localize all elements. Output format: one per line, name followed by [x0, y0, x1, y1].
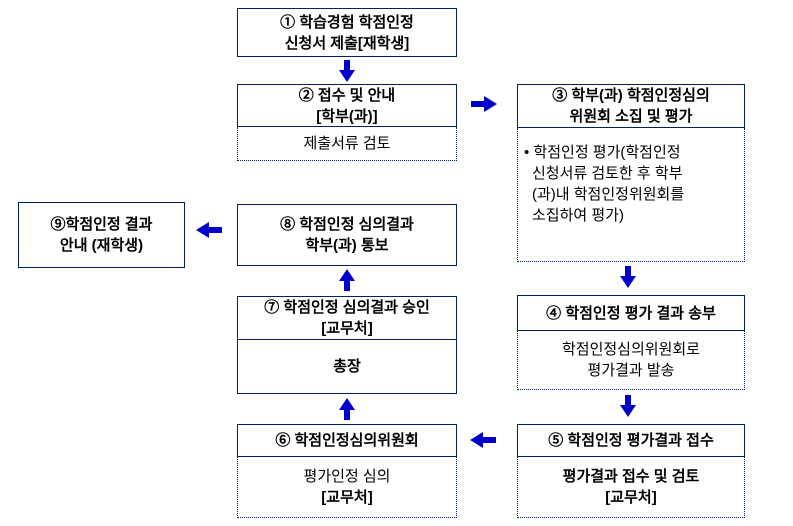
step3-header-line1: ③ 학부(과) 학점인정심의 [552, 87, 710, 104]
step7-header-line2: [교무처] [321, 320, 373, 337]
arrow-down-icon [339, 60, 355, 82]
arrow-up-icon [339, 269, 355, 291]
arrow-right-icon [471, 96, 497, 112]
step8-box: ⑧ 학점인정 심의결과 학부(과) 통보 [237, 204, 457, 266]
step9-box: ⑨학점인정 결과 안내 (재학생) [18, 202, 185, 268]
step2-header-line1: ② 접수 및 안내 [298, 86, 396, 104]
step4-header-line1: ④ 학점인정 평가 결과 송부 [546, 304, 716, 322]
step6-header-line1: ⑥ 학점인정심의위원회 [275, 432, 419, 449]
step2-header-box: ② 접수 및 안내 [학부(과)] [237, 84, 457, 127]
step2-header-line2: [학부(과)] [316, 107, 378, 125]
step2-body-box: 제출서류 검토 [237, 127, 457, 161]
step1-line2: 신청서 제출[재학생] [284, 34, 410, 52]
step3-body-line2: 신청서류 검토한 후 학부 [532, 165, 683, 182]
step6-header-box: ⑥ 학점인정심의위원회 [237, 424, 457, 457]
step3-body-line1: • 학점인정 평가(학점인정 [524, 144, 681, 161]
step9-line1: ⑨학점인정 결과 [50, 216, 153, 233]
step3-body-line4: 소집하여 평가) [532, 207, 624, 224]
step4-header-box: ④ 학점인정 평가 결과 송부 [517, 295, 745, 331]
step7-header-box: ⑦ 학점인정 심의결과 승인 [교무처] [237, 296, 457, 340]
step1-line1: ① 학습경험 학점인정 [280, 13, 414, 31]
step5-header-box: ⑤ 학점인정 평가결과 접수 [517, 424, 745, 457]
step6-body-box: 평가인정 심의 [교무처] [237, 457, 457, 518]
step5-header-line1: ⑤ 학점인정 평가결과 접수 [548, 432, 714, 449]
arrow-left-icon [196, 222, 222, 238]
step7-body-text: 총장 [333, 358, 361, 375]
step8-line1: ⑧ 학점인정 심의결과 [280, 216, 414, 233]
step4-body-box: 학점인정심의위원회로 평가결과 발송 [517, 331, 745, 390]
step4-body-line2: 평가결과 발송 [587, 362, 675, 379]
step7-body-box: 총장 [237, 340, 457, 394]
step5-body-line1: 평가결과 접수 및 검토 [562, 468, 700, 485]
step3-body-line3: (과)내 학점인정위원회를 [532, 186, 685, 203]
step2-body-text: 제출서류 검토 [303, 135, 391, 152]
step5-body-line2: [교무처] [605, 489, 657, 506]
step1-box: ① 학습경험 학점인정 신청서 제출[재학생] [237, 8, 457, 57]
step9-line2: 안내 (재학생) [59, 237, 144, 254]
step8-line2: 학부(과) 통보 [305, 237, 389, 254]
arrow-down-icon [620, 395, 636, 417]
step5-body-box: 평가결과 접수 및 검토 [교무처] [517, 457, 745, 518]
step3-header-box: ③ 학부(과) 학점인정심의 위원회 소집 및 평가 [517, 84, 745, 128]
arrow-left-icon [470, 432, 496, 448]
arrow-down-icon [620, 266, 636, 288]
step4-body-line1: 학점인정심의위원회로 [561, 341, 700, 358]
step6-body-line2: [교무처] [321, 489, 373, 506]
arrow-up-icon [339, 398, 355, 420]
step3-header-line2: 위원회 소집 및 평가 [569, 108, 693, 125]
step3-body-box: • 학점인정 평가(학점인정 신청서류 검토한 후 학부 (과)내 학점인정위원… [517, 128, 745, 262]
step7-header-line1: ⑦ 학점인정 심의결과 승인 [264, 299, 430, 316]
step6-body-line1: 평가인정 심의 [303, 468, 391, 485]
